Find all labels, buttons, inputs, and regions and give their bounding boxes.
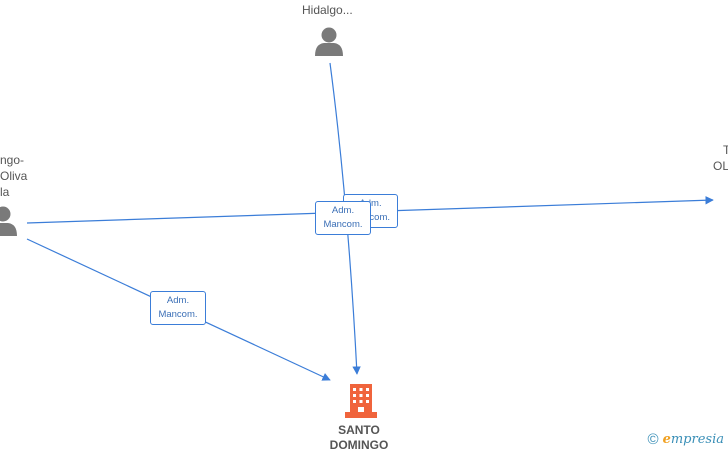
person-label-left-line: ngo-: [0, 153, 25, 167]
person-label-right-line: OL: [713, 159, 728, 173]
person-icon[interactable]: [0, 206, 17, 237]
person-icon[interactable]: [315, 27, 343, 57]
building-icon[interactable]: [345, 384, 377, 418]
person-label-right[interactable]: T OL: [713, 142, 728, 174]
edge-label-line: Adm.: [166, 295, 190, 306]
company-label-line: DOMINGO: [329, 438, 389, 452]
person-label-left-line: Oliva: [0, 169, 28, 183]
brand-logo[interactable]: empresia: [663, 432, 724, 447]
edge-label-line: Mancom.: [158, 309, 198, 320]
edge-label-center[interactable]: Adm. Mancom.: [315, 201, 371, 235]
company-label-line: SANTO: [338, 423, 380, 437]
brand-logo-rest: mpresia: [670, 432, 724, 447]
person-label-left-line: la: [0, 185, 10, 199]
edge-label-lower[interactable]: Adm. Mancom.: [150, 291, 206, 325]
person-label-right-line: T: [723, 143, 728, 157]
person-label-top[interactable]: Hidalgo...: [302, 3, 353, 17]
person-label-left[interactable]: ngo- Oliva la: [0, 152, 27, 200]
company-label[interactable]: SANTO DOMINGO: [299, 423, 419, 453]
edge-label-line: Adm.: [331, 205, 355, 216]
edge-label-line: Mancom.: [323, 219, 363, 230]
brand-footer: © empresia: [648, 431, 724, 448]
copyright-icon: ©: [647, 431, 659, 448]
brand-logo-initial: e: [662, 432, 671, 447]
